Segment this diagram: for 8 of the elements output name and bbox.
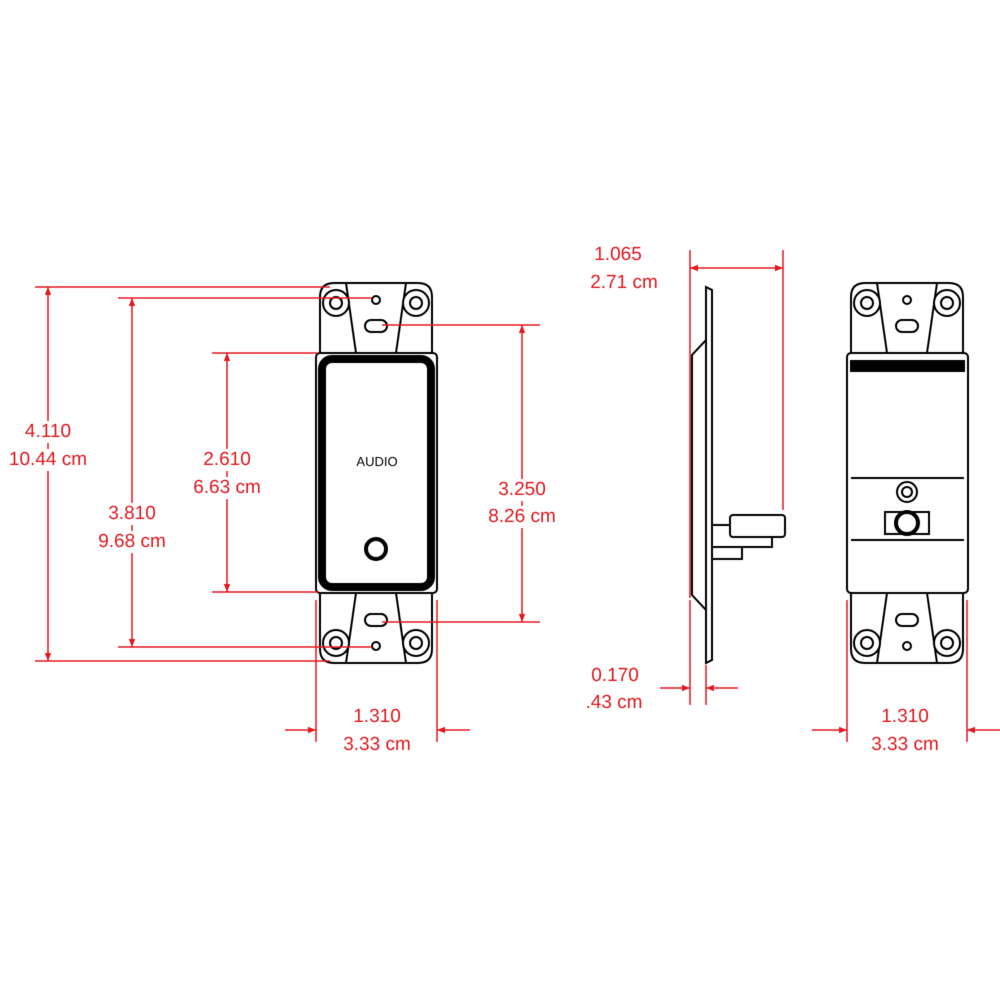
dimension-label: 8.26 cm bbox=[486, 506, 558, 528]
panel-label: AUDIO bbox=[355, 453, 399, 471]
dimension-label: 3.810 bbox=[106, 503, 158, 525]
dimension-label: 3.250 bbox=[496, 479, 548, 501]
dimension-label: 2.610 bbox=[201, 449, 253, 471]
dimension-label: 6.63 cm bbox=[191, 477, 263, 499]
dimension-label: 9.68 cm bbox=[96, 531, 168, 553]
dimension-label: 4.110 bbox=[22, 421, 74, 443]
